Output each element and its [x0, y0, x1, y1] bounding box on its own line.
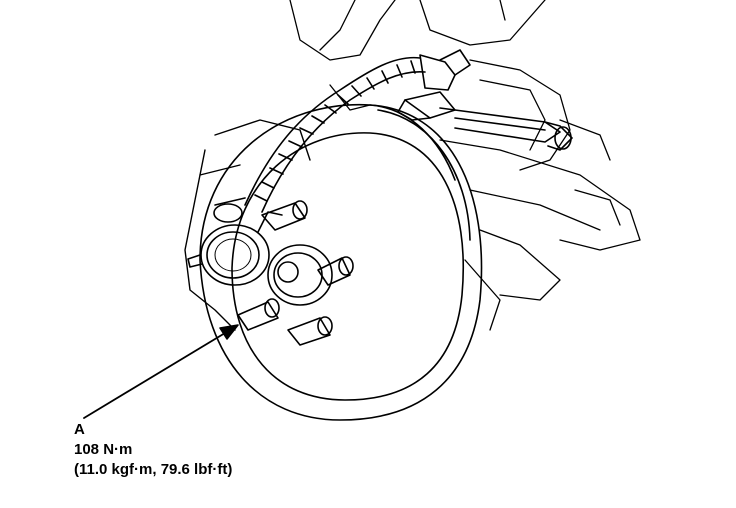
brake-disc — [199, 103, 483, 421]
hose-clamp-tool — [397, 91, 573, 151]
brake-hose — [244, 56, 426, 213]
callout-letter: A — [74, 421, 85, 438]
callout-arrow — [83, 324, 239, 419]
hub-center — [267, 244, 333, 306]
suspension-background — [289, 0, 641, 331]
wheel-stud — [317, 256, 354, 286]
wheel-stud — [287, 316, 333, 346]
wheel-stud — [237, 298, 280, 331]
wheel-studs — [237, 200, 354, 346]
torque-alt-units: (11.0 kgf·m, 79.6 lbf·ft) — [74, 461, 233, 478]
wheel-stud — [261, 200, 308, 231]
caliper-knuckle — [184, 119, 311, 331]
hose-fitting — [419, 49, 471, 91]
torque-value: 108 N·m — [74, 441, 133, 458]
torque-callout: A 108 N·m (11.0 kgf·m, 79.6 lbf·ft) — [74, 420, 232, 480]
